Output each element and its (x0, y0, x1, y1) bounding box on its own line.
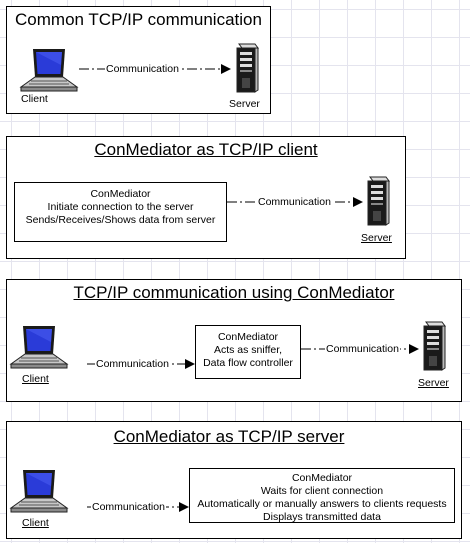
panel-title: Common TCP/IP communication (15, 10, 262, 29)
box-line: Displays transmitted data (263, 511, 381, 523)
panel-title: ConMediator as TCP/IP client (94, 140, 318, 159)
box-line: Automatically or manually answers to cli… (197, 498, 447, 510)
panel-title: TCP/IP communication using ConMediator (73, 283, 395, 302)
communication-label-right: Communication (325, 343, 400, 355)
laptop-icon (9, 470, 69, 513)
server-tower-icon (423, 321, 446, 371)
client-label: Client (22, 373, 49, 385)
box-line: Acts as sniffer, (213, 344, 283, 356)
conmediator-box: ConMediator Waits for client connection … (189, 468, 455, 523)
communication-label-left: Communication (95, 358, 170, 370)
panel-common-tcpip: Common TCP/IP communication Client Commu… (6, 6, 271, 114)
box-line: ConMediator (217, 331, 279, 343)
server-tower-icon (367, 176, 390, 226)
server-label: Server (361, 232, 392, 244)
server-label: Server (418, 377, 449, 389)
laptop-icon (19, 49, 79, 92)
box-line: ConMediator (291, 472, 353, 484)
box-line: Waits for client connection (260, 485, 384, 497)
communication-label: Communication (105, 63, 180, 75)
communication-label: Communication (91, 501, 166, 513)
box-line: ConMediator (90, 188, 151, 200)
panel-title: ConMediator as TCP/IP server (113, 427, 345, 446)
conmediator-box: ConMediator Initiate connection to the s… (14, 182, 227, 242)
panel-conmediator-client: ConMediator as TCP/IP client ConMediator… (6, 136, 406, 259)
panel-using-conmediator: TCP/IP communication using ConMediator C… (6, 279, 462, 402)
client-label: Client (22, 517, 49, 529)
panel-conmediator-server: ConMediator as TCP/IP server Client Comm… (6, 421, 462, 539)
box-line: Data flow controller (203, 357, 293, 369)
server-label: Server (229, 98, 260, 110)
client-label: Client (21, 93, 48, 105)
communication-label: Communication (257, 196, 332, 208)
conmediator-box: ConMediator Acts as sniffer, Data flow c… (195, 325, 301, 379)
laptop-icon (9, 326, 69, 369)
box-line: Initiate connection to the server (47, 201, 194, 213)
server-tower-icon (236, 43, 259, 93)
box-line: Sends/Receives/Shows data from server (25, 214, 216, 226)
